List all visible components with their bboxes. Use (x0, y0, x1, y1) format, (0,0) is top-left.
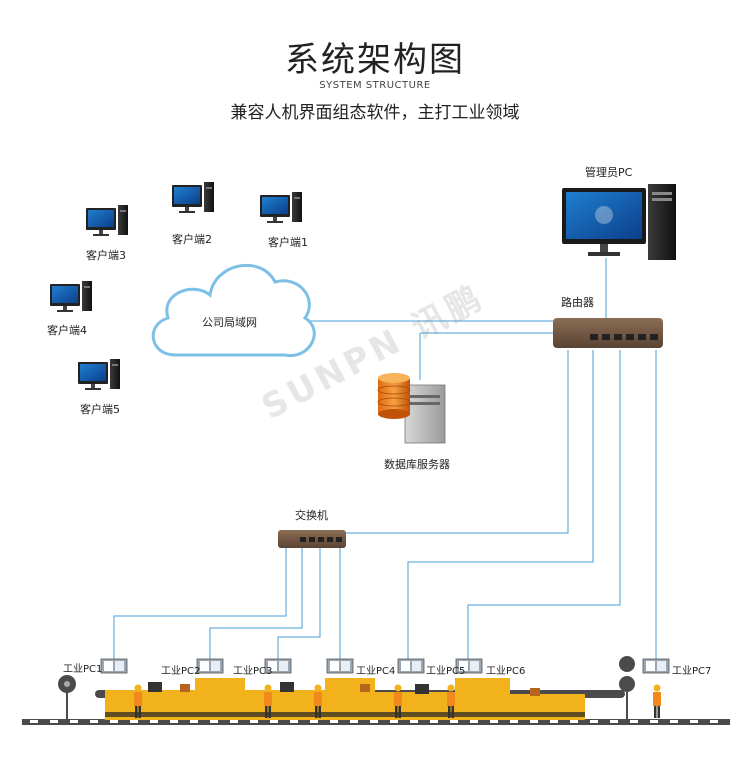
link-switch-ipc3 (277, 548, 321, 660)
admin-pc-icon (562, 184, 676, 260)
industrial-pc-5-label: 工业PC5 (426, 666, 466, 677)
switch-label: 交换机 (295, 509, 328, 522)
client-pc-5-icon (78, 359, 120, 390)
client-pc-4-icon (50, 281, 92, 312)
client-pc-1-icon (260, 192, 302, 223)
production-line (22, 656, 730, 725)
admin-pc-label: 管理员PC (585, 166, 633, 179)
router-icon (553, 318, 663, 348)
industrial-pc-4-label: 工业PC4 (356, 666, 396, 677)
client-1-label: 客户端1 (268, 236, 308, 249)
link-router-ipc5 (407, 350, 594, 660)
link-router-ipc6 (467, 350, 621, 660)
client-5-label: 客户端5 (80, 403, 120, 416)
page-tagline: 兼容人机界面组态软件，主打工业领域 (230, 103, 520, 123)
link-router-switch (345, 350, 569, 534)
database-server-icon (377, 373, 446, 444)
page-title: 系统架构图 (285, 40, 465, 80)
link-switch-ipc2 (209, 548, 303, 660)
client-2-label: 客户端2 (172, 233, 212, 246)
db-server-label: 数据库服务器 (384, 458, 450, 471)
industrial-pc-7-icon (642, 658, 670, 674)
industrial-pc-2-label: 工业PC2 (161, 666, 201, 677)
client-pc-3-icon (86, 205, 128, 236)
industrial-pc-1-label: 工业PC1 (63, 664, 103, 675)
industrial-pc-6-label: 工业PC6 (486, 666, 526, 677)
industrial-pc-1-icon (100, 658, 128, 674)
industrial-pc-5-icon (397, 658, 425, 674)
switch-icon (278, 530, 346, 548)
industrial-pc-4-icon (326, 658, 354, 674)
industrial-pc-2-icon (196, 658, 224, 674)
industrial-pc-7-label: 工业PC7 (672, 666, 712, 677)
client-pc-2-icon (172, 182, 214, 213)
connection-lines (113, 258, 657, 660)
link-switch-ipc1 (113, 548, 287, 660)
lan-cloud-icon (151, 264, 316, 357)
page-subtitle-en: SYSTEM STRUCTURE (319, 80, 431, 91)
router-label: 路由器 (561, 296, 594, 309)
lan-cloud-label: 公司局域网 (202, 316, 257, 329)
industrial-pc-3-label: 工业PC3 (233, 666, 273, 677)
client-3-label: 客户端3 (86, 249, 126, 262)
client-4-label: 客户端4 (47, 324, 87, 337)
